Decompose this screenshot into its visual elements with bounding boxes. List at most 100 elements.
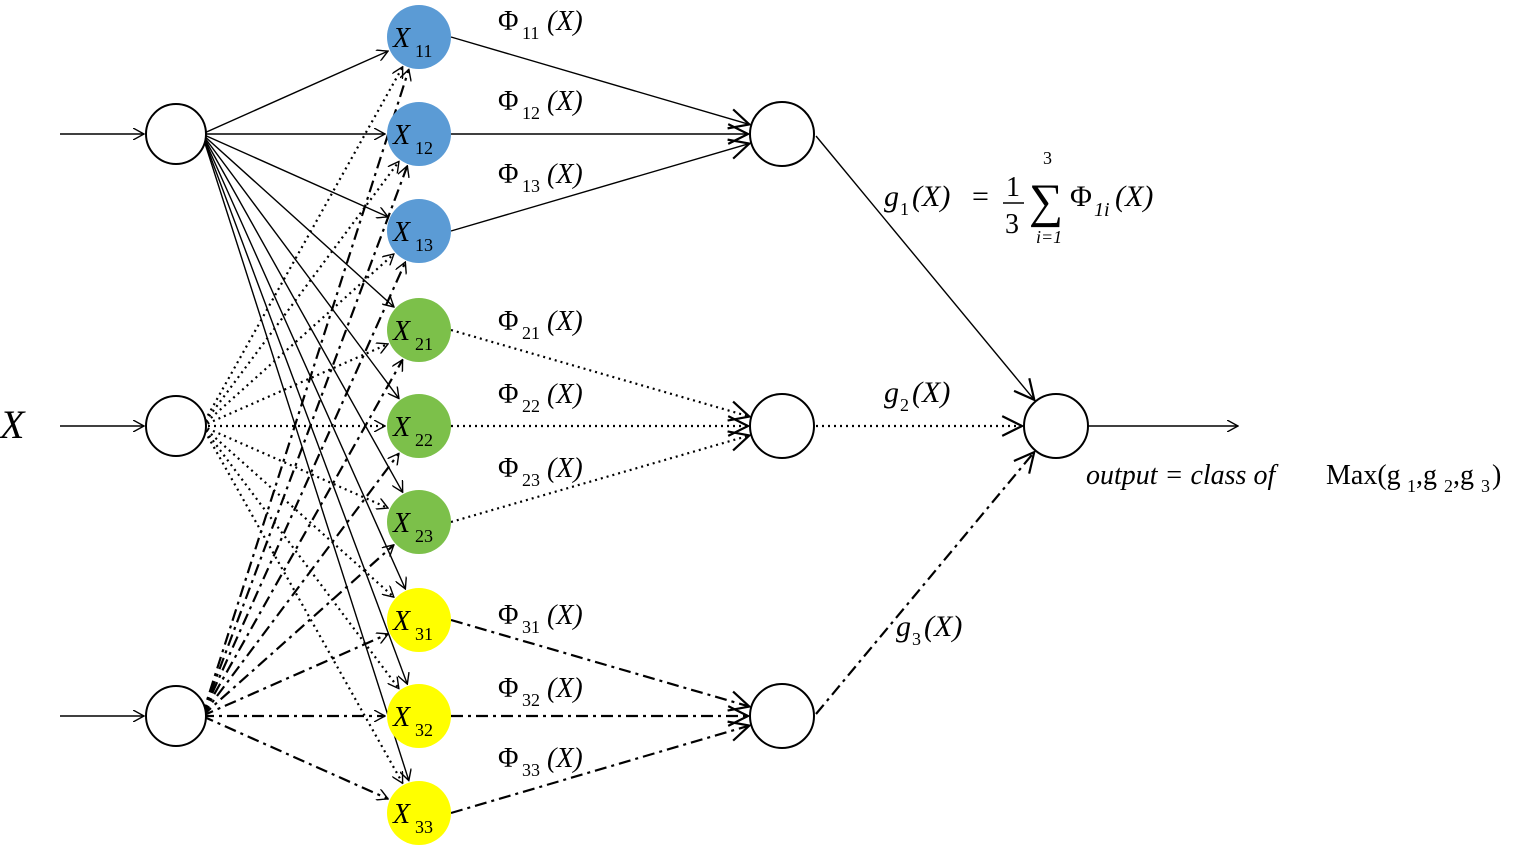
edge-input3-pattern21 <box>201 360 404 717</box>
edge-input1-pattern33 <box>201 133 409 781</box>
pattern-node-13-symbol: X <box>392 217 411 248</box>
edge-pattern23-sum2 <box>450 435 749 524</box>
input-node-2 <box>145 395 207 457</box>
output-sep2: ,g <box>1453 460 1474 491</box>
g1-label-arg: (X) <box>912 180 950 213</box>
edges-group <box>60 36 1238 815</box>
edge-input1-pattern11 <box>201 51 388 135</box>
edge-input2-pattern12 <box>201 161 400 427</box>
phi-label-21-symbol: Φ <box>498 306 518 337</box>
phi-label-32-arg: (X) <box>547 673 583 704</box>
edge-input1-pattern23 <box>201 133 403 492</box>
g1-formula: = 1 3 3 ∑ i=1 Φ 1i (X) <box>972 148 1153 247</box>
edge-input1-pattern31 <box>201 133 405 589</box>
phi-label-31-arg: (X) <box>547 600 583 631</box>
input-x-label: X <box>0 402 26 447</box>
edge-input1-pattern22 <box>201 133 399 399</box>
phi-label-12-arg: (X) <box>547 86 583 117</box>
labels-group: X = 1 3 3 ∑ i=1 Φ 1i (X) output = class … <box>0 6 1501 780</box>
pattern-node-33-symbol: X <box>392 799 411 830</box>
output-sub1: 1 <box>1407 476 1416 496</box>
formula-term-phi: Φ <box>1070 180 1092 213</box>
edge-pattern31-sum3 <box>450 618 749 707</box>
g1-label-subscript: 1 <box>900 199 909 219</box>
edge-input3-pattern12 <box>200 166 407 717</box>
pattern-node-12-subscript: 12 <box>415 138 433 158</box>
pattern-node-11-subscript: 11 <box>415 41 432 61</box>
g2-label-arg: (X) <box>912 376 950 409</box>
pattern-node-22 <box>387 394 451 458</box>
edge-input2-pattern33 <box>201 425 404 783</box>
phi-label-33-symbol: Φ <box>498 743 518 774</box>
pattern-node-21-subscript: 21 <box>415 334 433 354</box>
phi-label-13-arg: (X) <box>547 159 583 190</box>
pattern-node-21 <box>387 298 451 362</box>
g3-label-arg: (X) <box>924 610 962 643</box>
pattern-node-23-subscript: 23 <box>415 526 433 546</box>
edge-input2-pattern23 <box>201 424 388 508</box>
pattern-node-23 <box>387 490 451 554</box>
output-node <box>1023 393 1089 459</box>
edge-sum3-output <box>815 452 1034 715</box>
edge-pattern13-sum1 <box>450 144 749 232</box>
g2-label-subscript: 2 <box>900 395 909 415</box>
edge-input2-pattern32 <box>201 425 400 689</box>
edge-input1-pattern13 <box>201 133 388 217</box>
edge-input3-pattern22 <box>201 453 400 717</box>
output-prefix: output = class of <box>1086 460 1278 491</box>
pattern-node-11 <box>387 5 451 69</box>
edge-pattern33-sum3 <box>450 726 749 815</box>
formula-frac-denominator: 3 <box>1005 209 1019 240</box>
phi-label-22-arg: (X) <box>547 379 583 410</box>
pattern-node-13-subscript: 13 <box>415 235 433 255</box>
edge-input3-pattern13 <box>200 262 405 717</box>
phi-label-23-arg: (X) <box>547 453 583 484</box>
pattern-node-33 <box>387 781 451 845</box>
formula-frac-numerator: 1 <box>1006 172 1020 203</box>
summation-node-1 <box>749 101 815 167</box>
phi-label-23-subscript: 23 <box>522 470 540 490</box>
phi-label-13-subscript: 13 <box>522 176 540 196</box>
summation-node-2 <box>749 393 815 459</box>
edge-sum1-output <box>815 135 1034 400</box>
phi-label-13-symbol: Φ <box>498 159 518 190</box>
phi-label-32-subscript: 32 <box>522 690 540 710</box>
edge-pattern11-sum1 <box>450 36 749 124</box>
input-node-3 <box>145 685 207 747</box>
phi-label-31-symbol: Φ <box>498 600 518 631</box>
pattern-node-12 <box>387 102 451 166</box>
pattern-node-22-symbol: X <box>392 412 411 443</box>
edge-pattern21-sum2 <box>450 328 749 417</box>
formula-equals: = <box>972 180 989 213</box>
edge-input1-pattern21 <box>201 133 394 307</box>
phi-label-11-symbol: Φ <box>498 6 518 37</box>
edge-input3-pattern11 <box>200 69 409 717</box>
phi-label-33-subscript: 33 <box>522 760 540 780</box>
formula-sum-sign: ∑ <box>1029 175 1063 228</box>
pattern-node-31-subscript: 31 <box>415 624 433 644</box>
pattern-node-23-symbol: X <box>392 508 411 539</box>
pattern-node-31 <box>387 588 451 652</box>
g1-label-symbol: g <box>884 180 899 213</box>
formula-term-arg: (X) <box>1115 180 1153 213</box>
input-node-1 <box>145 103 207 165</box>
edge-input1-pattern32 <box>201 133 407 684</box>
phi-label-12-subscript: 12 <box>522 103 540 123</box>
pattern-node-32-subscript: 32 <box>415 720 433 740</box>
edge-input2-pattern21 <box>201 344 388 428</box>
g3-label-symbol: g <box>896 610 911 643</box>
pattern-node-12-symbol: X <box>392 120 411 151</box>
phi-label-33-arg: (X) <box>547 743 583 774</box>
phi-label-21-arg: (X) <box>547 306 583 337</box>
formula-sum-upper: 3 <box>1043 148 1052 168</box>
pattern-node-32 <box>387 684 451 748</box>
g2-label-symbol: g <box>884 376 899 409</box>
pattern-node-31-symbol: X <box>392 606 411 637</box>
edge-input2-pattern11 <box>201 67 404 427</box>
formula-sum-lower: i=1 <box>1036 227 1062 247</box>
output-sub2: 2 <box>1444 476 1453 496</box>
pattern-node-21-symbol: X <box>392 316 411 347</box>
phi-label-12-symbol: Φ <box>498 86 518 117</box>
pattern-node-32-symbol: X <box>392 702 411 733</box>
